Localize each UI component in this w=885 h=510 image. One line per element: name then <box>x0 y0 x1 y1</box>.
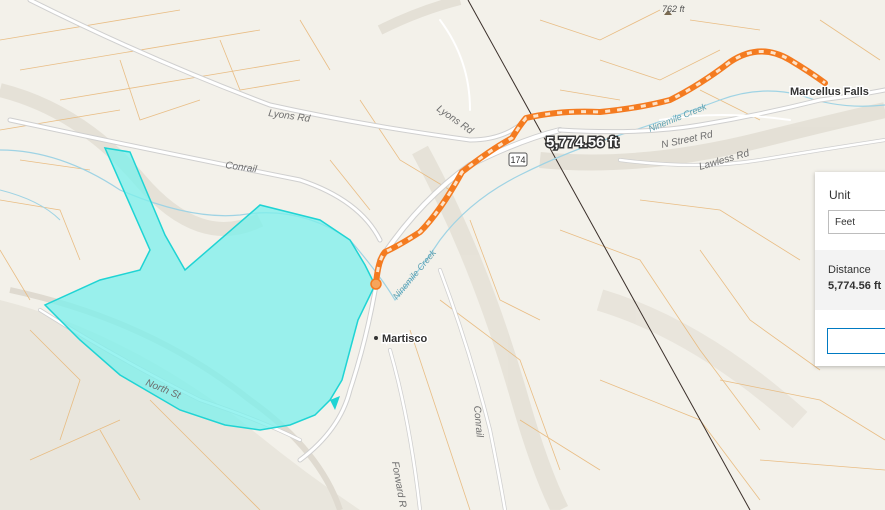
stream-line <box>0 189 61 221</box>
measurement-label: 5,774.56 ft <box>546 134 619 151</box>
road-label-forward-rd: Forward R <box>389 461 408 509</box>
road-label-conrail-2: Conrail <box>471 405 485 438</box>
boundary-line <box>467 0 751 510</box>
route-174-label: 174 <box>510 155 525 165</box>
measurement-result: Distance 5,774.56 ft <box>815 250 885 310</box>
unit-label: Unit <box>829 188 851 202</box>
place-label-marcellus-falls: Marcellus Falls <box>790 86 869 98</box>
elevation-label: 762 ft <box>662 4 685 14</box>
water-label-ninemile-creek: Ninemile Creek <box>391 247 439 301</box>
parcel-lines <box>0 9 885 510</box>
polygon-fragment <box>330 396 340 410</box>
measurement-path[interactable] <box>370 48 828 290</box>
distance-label: Distance <box>828 264 871 276</box>
road-label-conrail: Conrail <box>225 160 259 175</box>
new-measurement-button[interactable] <box>827 328 885 354</box>
place-dot-martisco <box>374 336 378 340</box>
unit-select[interactable]: Feet <box>828 210 885 234</box>
distance-value: 5,774.56 ft <box>828 280 882 292</box>
creek-line <box>0 90 885 302</box>
measure-start-point <box>370 278 382 290</box>
measure-panel: Unit Feet Distance 5,774.56 ft <box>815 172 885 366</box>
place-label-martisco: Martisco <box>382 333 428 345</box>
elevation-marker: 762 ft <box>662 4 685 15</box>
route-shield: 174 <box>508 152 528 167</box>
